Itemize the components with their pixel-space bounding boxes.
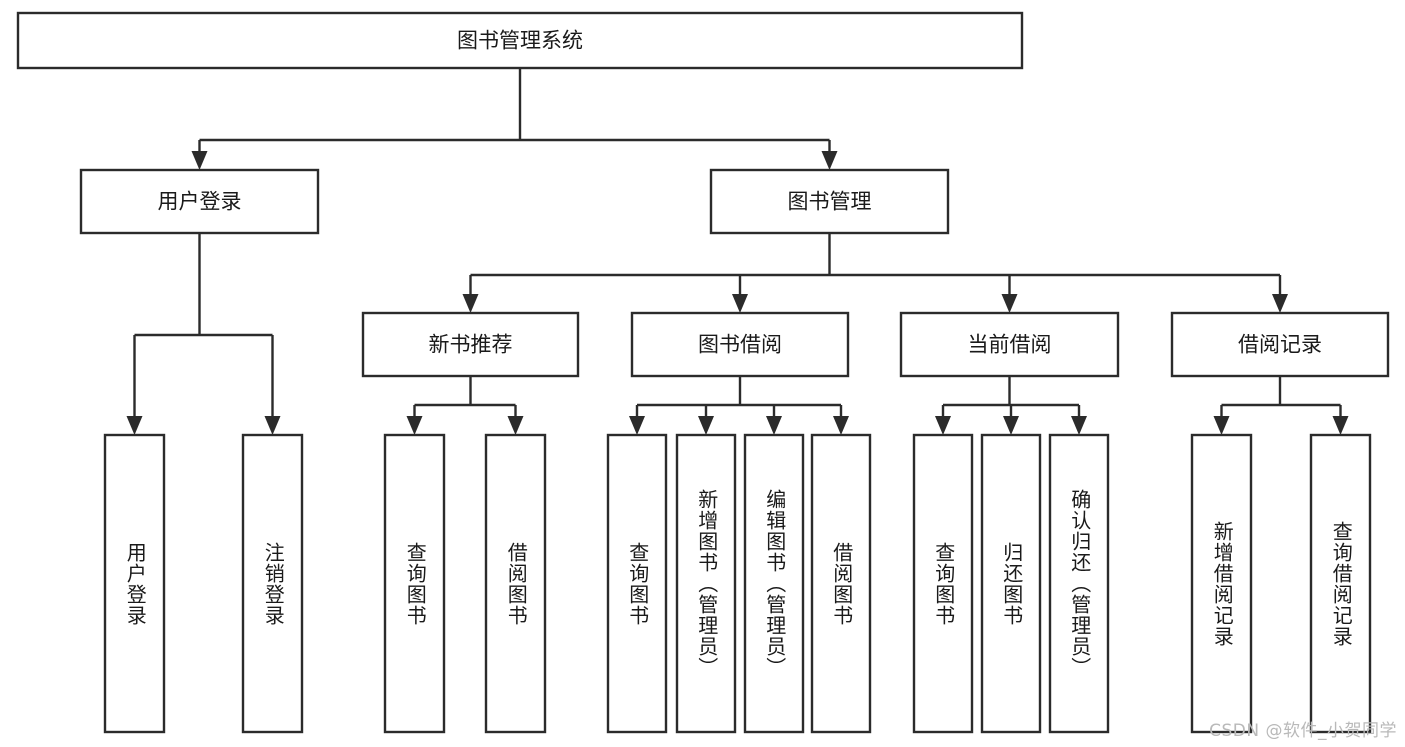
watermark-text: CSDN @软件_小贺同学 xyxy=(1209,721,1397,741)
leaf-node-box-11[interactable] xyxy=(1190,433,1253,734)
leaf-node-box-5[interactable] xyxy=(675,433,737,734)
level3-node-label-1: 图书借阅 xyxy=(698,333,782,357)
arrow-head-icon xyxy=(1003,416,1019,435)
arrow-head-icon xyxy=(732,294,748,313)
arrow-head-icon xyxy=(1001,294,1018,313)
arrow-head-icon xyxy=(126,416,143,435)
arrow-head-icon xyxy=(191,151,208,170)
root-node-box[interactable] xyxy=(16,11,1024,70)
connector-lines xyxy=(126,68,1349,435)
arrow-head-icon xyxy=(1213,416,1230,435)
level3-node-box-3[interactable] xyxy=(1170,311,1390,378)
leaf-node-box-7[interactable] xyxy=(810,433,872,734)
level2-node-box-1[interactable] xyxy=(709,168,950,235)
leaf-node-box-8[interactable] xyxy=(912,433,974,734)
leaf-node-box-4[interactable] xyxy=(606,433,668,734)
arrow-head-icon xyxy=(833,416,849,435)
level3-node-label-3: 借阅记录 xyxy=(1238,333,1322,357)
leaf-node-box-9[interactable] xyxy=(980,433,1042,734)
level3-node-box-0[interactable] xyxy=(361,311,580,378)
level2-node-label-0: 用户登录 xyxy=(158,190,242,214)
level2-node-label-1: 图书管理 xyxy=(788,190,872,214)
arrow-head-icon xyxy=(698,416,714,435)
arrow-head-icon xyxy=(1272,294,1288,313)
arrow-head-icon xyxy=(821,151,838,170)
level3-node-box-2[interactable] xyxy=(899,311,1120,378)
leaf-node-box-10[interactable] xyxy=(1048,433,1110,734)
leaf-node-box-6[interactable] xyxy=(743,433,805,734)
arrow-head-icon xyxy=(629,416,645,435)
level3-node-label-2: 当前借阅 xyxy=(968,333,1052,357)
arrow-head-icon xyxy=(766,416,782,435)
node-boxes xyxy=(16,11,1390,734)
leaf-node-box-12[interactable] xyxy=(1309,433,1372,734)
arrow-head-icon xyxy=(1332,416,1349,435)
leaf-node-box-0[interactable] xyxy=(103,433,166,734)
level3-node-label-0: 新书推荐 xyxy=(429,333,513,357)
arrow-head-icon xyxy=(507,416,524,435)
leaf-node-box-1[interactable] xyxy=(241,433,304,734)
level2-node-box-0[interactable] xyxy=(79,168,320,235)
arrow-head-icon xyxy=(462,294,479,313)
arrow-head-icon xyxy=(406,416,423,435)
arrow-head-icon xyxy=(1071,416,1087,435)
leaf-node-box-2[interactable] xyxy=(383,433,446,734)
level3-node-box-1[interactable] xyxy=(630,311,850,378)
arrow-head-icon xyxy=(264,416,281,435)
arrow-head-icon xyxy=(935,416,951,435)
root-node-label: 图书管理系统 xyxy=(457,29,583,53)
leaf-node-box-3[interactable] xyxy=(484,433,547,734)
